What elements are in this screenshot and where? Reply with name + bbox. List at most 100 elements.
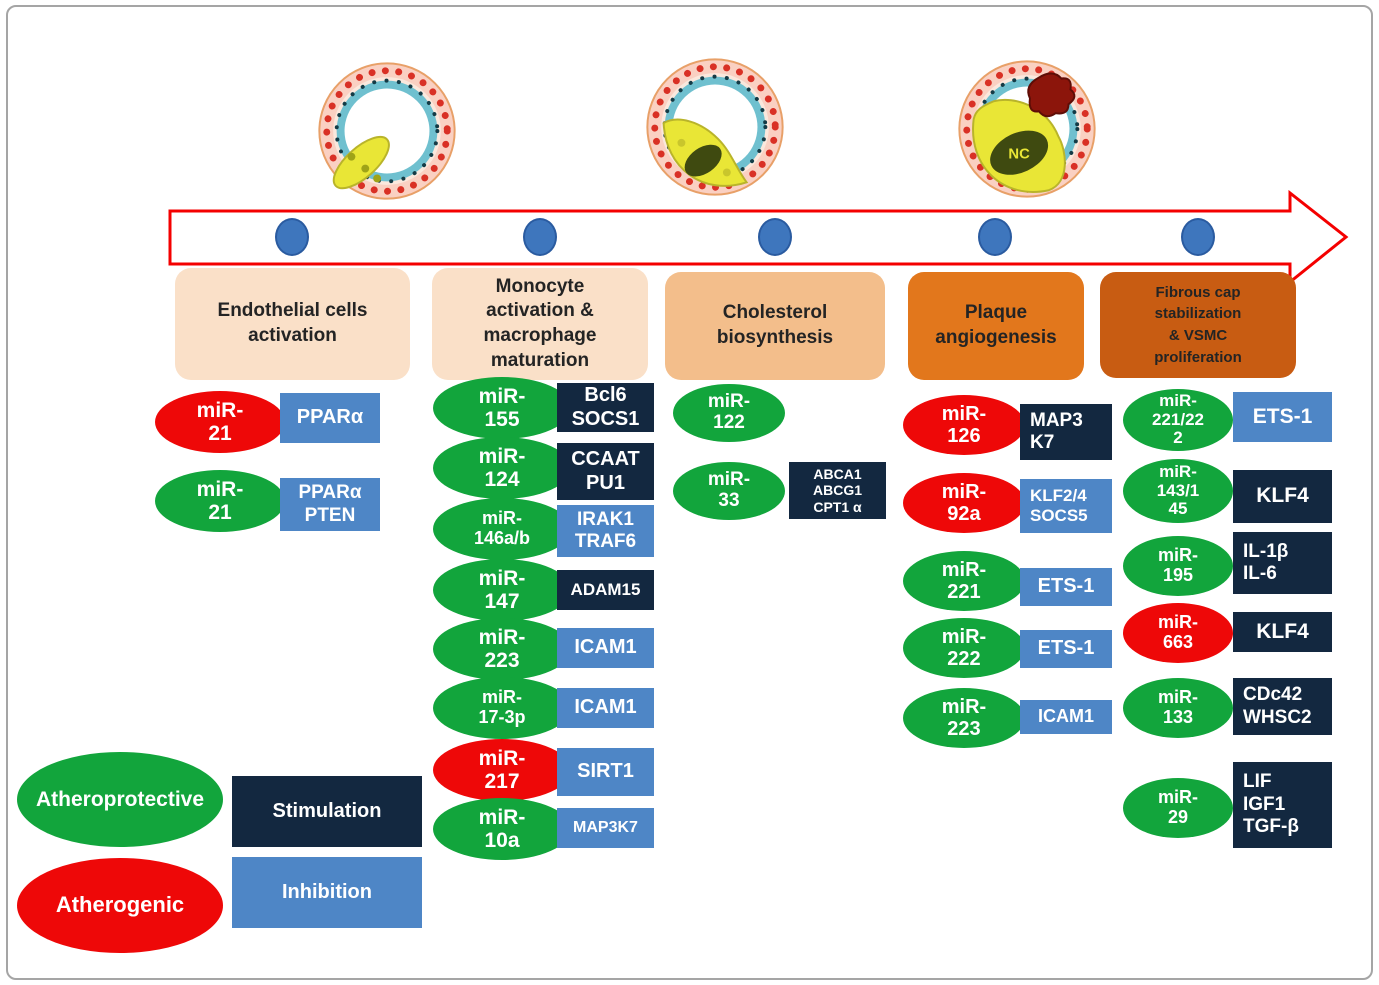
mir-label: miR- 155 — [478, 384, 526, 431]
target-label: IL-1β IL-6 — [1243, 540, 1289, 584]
mir-label: miR- 10a — [478, 805, 526, 852]
foam-cell-dot — [361, 164, 370, 173]
mir-label: miR- 122 — [707, 391, 751, 433]
box-icam1: ICAM1 — [557, 628, 654, 668]
target-label: ETS-1 — [1037, 637, 1095, 660]
oval-mir-221: miR- 221 — [903, 551, 1025, 611]
box-ppara: PPARα — [280, 393, 380, 443]
oval-mir-223: miR- 223 — [433, 618, 571, 680]
stage-header-label: Fibrous cap stabilization & VSMC prolife… — [1154, 283, 1242, 366]
mir-label: miR- 223 — [941, 696, 987, 740]
mir-label: miR- 143/1 45 — [1156, 461, 1200, 519]
stage-header-endothelial-activation: Endothelial cells activation — [175, 268, 410, 380]
stage-header-plaque-angiogenesis: Plaque angiogenesis — [908, 272, 1084, 380]
mir-label: miR- 124 — [478, 444, 526, 491]
box-klf4-2: KLF4 — [1233, 612, 1332, 652]
oval-mir-124: miR- 124 — [433, 437, 571, 499]
artery-illustration-plaque-growth — [646, 58, 784, 196]
artery-plaque-core — [684, 144, 722, 177]
box-irak1-traf6: IRAK1 TRAF6 — [557, 505, 654, 557]
oval-mir-195: miR- 195 — [1123, 536, 1233, 596]
mir-label: miR- 221/22 2 — [1152, 390, 1204, 448]
oval-mir-221-222: miR- 221/22 2 — [1123, 389, 1233, 451]
artery-endothelium-dots — [334, 78, 440, 184]
target-label: KLF2/4 SOCS5 — [1030, 485, 1088, 525]
stage-header-label: Cholesterol biosynthesis — [716, 302, 834, 348]
box-abca1-abcg1-cpt1a: ABCA1 ABCG1 CPT1 α — [789, 462, 886, 519]
box-map3k7-2: MAP3 K7 — [1020, 404, 1112, 460]
artery-illustration-advanced-plaque: NC — [958, 60, 1096, 198]
timeline-dot-3 — [758, 218, 792, 256]
mir-label: miR- 222 — [941, 626, 987, 670]
target-label: ICAM1 — [574, 636, 637, 659]
foam-cell-dot — [677, 138, 686, 147]
oval-mir-217: miR- 217 — [433, 739, 571, 801]
box-ccaat-pu1: CCAAT PU1 — [557, 443, 654, 500]
box-sirt1: SIRT1 — [557, 748, 654, 796]
mir-label: miR- 29 — [1158, 787, 1198, 827]
box-il1b-il6: IL-1β IL-6 — [1233, 532, 1332, 594]
stage-header-label: Endothelial cells activation — [217, 300, 368, 346]
timeline-dot-1 — [275, 218, 309, 256]
box-cdc42-whsc2: CDc42 WHSC2 — [1233, 678, 1332, 735]
mir-label: miR- 195 — [1158, 545, 1198, 585]
oval-mir-133: miR- 133 — [1123, 678, 1233, 738]
legend-stimulation-box: Stimulation — [232, 776, 422, 847]
oval-mir-10a: miR- 10a — [433, 798, 571, 860]
oval-mir-155: miR- 155 — [433, 377, 571, 439]
timeline-dot-2 — [523, 218, 557, 256]
target-label: ICAM1 — [1037, 706, 1094, 727]
legend-label: Inhibition — [282, 880, 372, 903]
oval-mir-122: miR- 122 — [673, 384, 785, 442]
stage-header-label: Plaque angiogenesis — [935, 302, 1057, 348]
box-klf24-socs5: KLF2/4 SOCS5 — [1020, 479, 1112, 533]
oval-mir-17-3p: miR- 17-3p — [433, 677, 571, 739]
mir-label: miR- 92a — [941, 481, 987, 525]
target-label: ICAM1 — [574, 696, 637, 719]
legend-label: Atherogenic — [55, 892, 185, 918]
mir-label: miR- 147 — [478, 566, 526, 613]
box-ets1-2: ETS-1 — [1020, 630, 1112, 668]
oval-mir-126: miR- 126 — [903, 395, 1025, 455]
target-label: KLF4 — [1256, 484, 1309, 508]
oval-mir-21-atheroprotective: miR- 21 — [155, 470, 285, 532]
artery-red-cell-ring — [651, 63, 779, 191]
oval-mir-147: miR- 147 — [433, 559, 571, 621]
stage-header-fibrous-cap: Fibrous cap stabilization & VSMC prolife… — [1100, 272, 1296, 378]
mir-label: miR- 133 — [1158, 687, 1198, 727]
oval-mir-33: miR- 33 — [673, 462, 785, 520]
stage-header-monocyte-activation: Monocyte activation & macrophage maturat… — [432, 268, 648, 380]
mir-label: miR- 223 — [478, 625, 526, 672]
mir-label: miR- 21 — [196, 477, 244, 524]
target-label: SIRT1 — [577, 760, 634, 783]
mir-label: miR- 33 — [707, 469, 751, 511]
target-label: ABCA1 ABCG1 CPT1 α — [812, 465, 862, 515]
target-label: MAP3K7 — [573, 818, 638, 836]
box-adam15: ADAM15 — [557, 570, 654, 610]
mir-label: miR- 146a/b — [473, 508, 531, 548]
mir-label: miR- 217 — [478, 746, 526, 793]
necrotic-core-label: NC — [1008, 147, 1030, 163]
target-label: ETS-1 — [1037, 575, 1095, 598]
target-label: PPARα PTEN — [298, 482, 362, 526]
timeline-dot-4 — [978, 218, 1012, 256]
oval-mir-222: miR- 222 — [903, 618, 1025, 678]
artery-illustration-early-lesion — [318, 62, 456, 200]
target-label: ADAM15 — [570, 579, 641, 599]
box-bcl6-socs1: Bcl6 SOCS1 — [557, 383, 654, 432]
box-map3k7: MAP3K7 — [557, 808, 654, 848]
target-label: ETS-1 — [1252, 404, 1313, 428]
target-label: CDc42 WHSC2 — [1243, 684, 1312, 728]
artery-red-cell-ring — [323, 67, 451, 195]
box-icam1-2: ICAM1 — [557, 688, 654, 728]
oval-mir-146ab: miR- 146a/b — [433, 498, 571, 560]
box-ppara-pten: PPARα PTEN — [280, 478, 380, 531]
mir-label: miR- 17-3p — [478, 687, 526, 727]
oval-mir-29: miR- 29 — [1123, 778, 1233, 838]
artery-endothelium-dots — [662, 74, 768, 180]
mir-label: miR- 126 — [941, 403, 987, 447]
oval-mir-143-145: miR- 143/1 45 — [1123, 459, 1233, 523]
legend-atherogenic-oval: Atherogenic — [17, 858, 223, 953]
oval-mir-663: miR- 663 — [1123, 603, 1233, 663]
target-label: LIF IGF1 TGF-β — [1243, 771, 1299, 838]
